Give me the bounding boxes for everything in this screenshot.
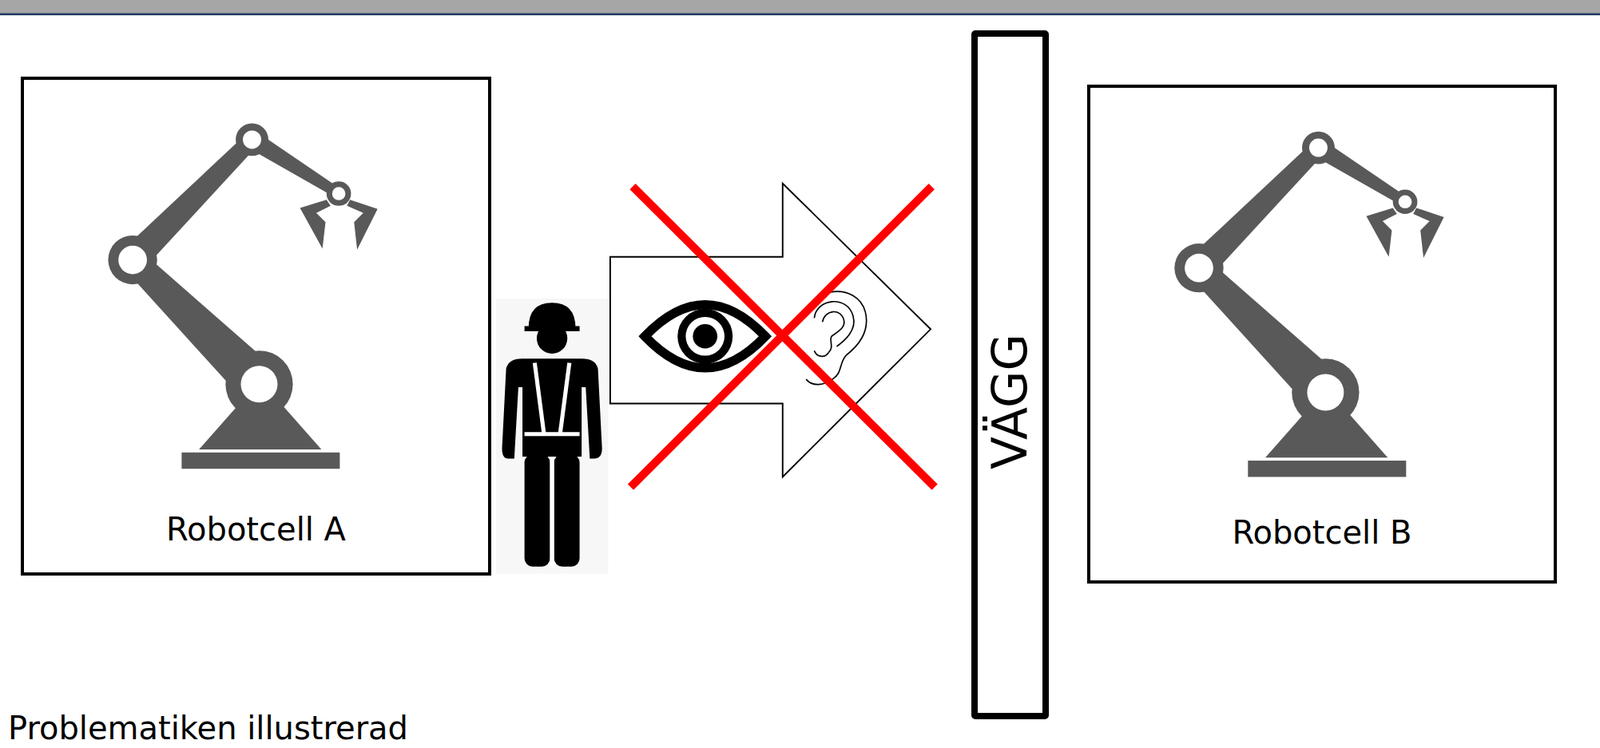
caption: Problematiken illustrerad	[7, 709, 409, 748]
eye-icon	[644, 305, 766, 369]
top-bar	[0, 0, 1600, 15]
robot-cell: Robotcell B	[1087, 84, 1557, 584]
cell-label: Robotcell A	[23, 511, 489, 548]
cross-out	[630, 186, 935, 489]
wall-label: VÄGG	[984, 333, 1037, 469]
cell-label: Robotcell B	[1090, 514, 1554, 552]
robot-cell: Robotcell A	[20, 76, 492, 576]
wall: VÄGG	[971, 30, 1049, 720]
robot-arm	[107, 123, 378, 469]
top-bar-line	[0, 13, 1600, 16]
worker-figure	[496, 298, 609, 575]
robot-arm	[1174, 131, 1444, 478]
vest-stripes	[524, 362, 580, 567]
